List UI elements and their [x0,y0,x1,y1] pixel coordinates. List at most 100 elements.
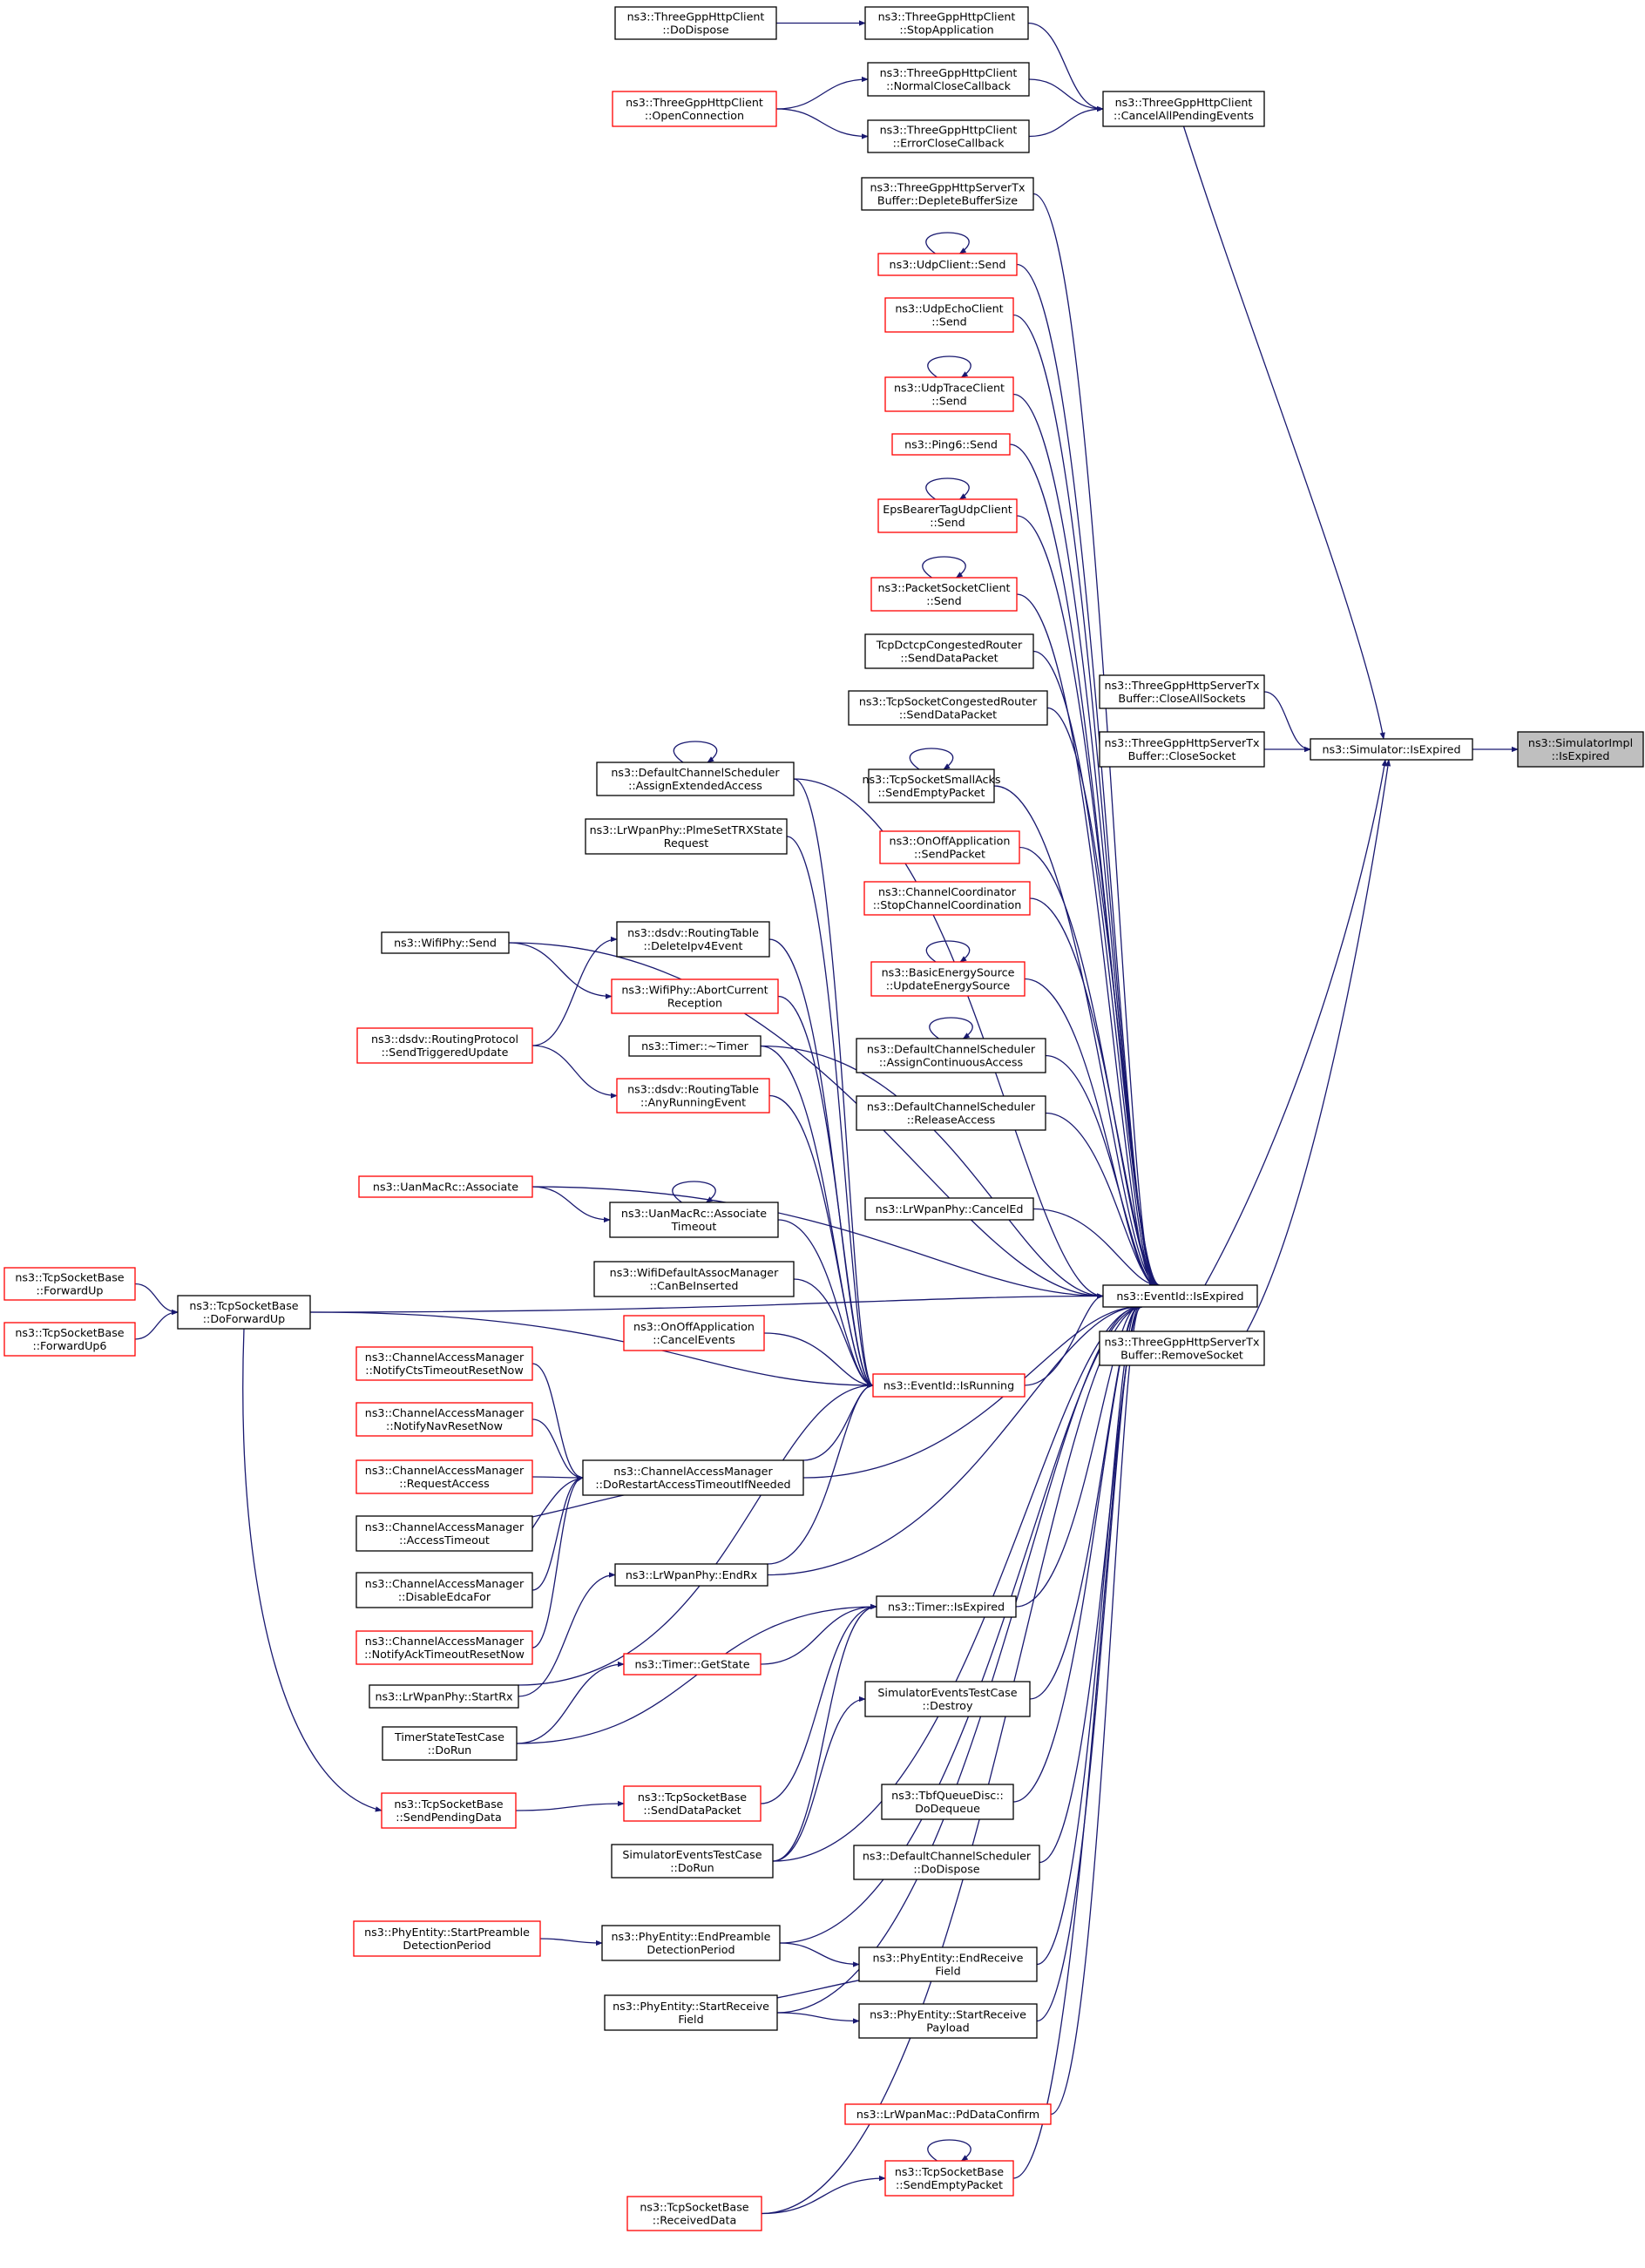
node-phyentity-startpreambledetectionperiod[interactable]: ns3::PhyEntity::StartPreambleDetectionPe… [353,1920,541,1957]
node-wifidefaultassocmanager-canbeinserted[interactable]: ns3::WifiDefaultAssocManager::CanBeInser… [593,1261,795,1297]
node-channelaccessmanager-requestaccess[interactable]: ns3::ChannelAccessManager::RequestAccess [355,1459,533,1494]
node-label: ns3::dsdv::RoutingProtocol [371,1032,518,1046]
node-label: ::OpenConnection [645,109,744,122]
node-uanmacrc-associate[interactable]: ns3::UanMacRc::Associate [358,1175,533,1198]
node-tcpsocketbase-sendpendingdata[interactable]: ns3::TcpSocketBase::SendPendingData [381,1792,517,1829]
edge-n21-to-n44 [786,836,874,1389]
node-dsdv-routingtable-anyrunningevent[interactable]: ns3::dsdv::RoutingTable::AnyRunningEvent [616,1078,770,1114]
node-wifiphy-send[interactable]: ns3::WifiPhy::Send [381,931,510,954]
node-threegpphttpservertxbuffer-removesocket[interactable]: ns3::ThreeGppHttpServerTxBuffer::RemoveS… [1099,1330,1265,1366]
node-threegpphttpservertxbuffer-depletebuffersize[interactable]: ns3::ThreeGppHttpServerTxBuffer::Deplete… [861,177,1034,211]
node-udpechoclient-send[interactable]: ns3::UdpEchoClient::Send [884,297,1014,333]
node-threegpphttpclient-openconnection[interactable]: ns3::ThreeGppHttpClient::OpenConnection [612,91,777,127]
node-tcpsocketbase-forwardup[interactable]: ns3::TcpSocketBase::ForwardUp [3,1267,136,1301]
node-channelaccessmanager-notifynavresetnow[interactable]: ns3::ChannelAccessManager::NotifyNavRese… [355,1402,533,1437]
edge-n13-to-n38 [1016,515,1161,1289]
edge-n49-to-n44 [767,1382,874,1565]
node-label: ns3::TcpSocketBase [638,1791,747,1804]
node-channelaccessmanager-disableedcafor[interactable]: ns3::ChannelAccessManager::DisableEdcaFo… [355,1572,533,1608]
node-label: ns3::TcpSocketBase [189,1299,298,1312]
node-label: DetectionPeriod [403,1939,491,1952]
node-simulatorimpl-isexpired[interactable]: ns3::SimulatorImpl::IsExpired [1517,731,1644,768]
edge-n49-to-n38 [767,1303,1140,1576]
edge-n60-to-n51 [772,1603,877,1862]
node-label: ::ForwardUp6 [33,1339,107,1352]
node-threegpphttpclient-dodispose[interactable]: ns3::ThreeGppHttpClient::DoDispose [614,6,777,40]
node-label: ns3::TcpSocketBase [640,2201,748,2214]
node-ping6-send[interactable]: ns3::Ping6::Send [891,433,1011,456]
node-simulator-isexpired[interactable]: ns3::Simulator::IsExpired [1310,738,1473,761]
node-packetsocketclient-send[interactable]: ns3::PacketSocketClient::Send [870,577,1018,612]
node-tbfqueuedisc-dodequeue[interactable]: ns3::TbfQueueDisc::DoDequeue [881,1784,1014,1820]
node-timer-timer[interactable]: ns3::Timer::~Timer [628,1035,762,1057]
node-channelaccessmanager-notifyacktimeoutresetnow[interactable]: ns3::ChannelAccessManager::NotifyAckTime… [355,1630,533,1665]
node-label: ns3::Ping6::Send [904,438,998,451]
node-epsbearertagudpclient-send[interactable]: EpsBearerTagUdpClient::Send [877,498,1018,533]
node-tcpsocketcongestedrouter-senddatapacket[interactable]: ns3::TcpSocketCongestedRouter::SendDataP… [848,690,1048,726]
node-tcpsocketbase-sendemptypacket[interactable]: ns3::TcpSocketBase::SendEmptyPacket [884,2160,1014,2197]
node-lrwpanphy-endrx[interactable]: ns3::LrWpanPhy::EndRx [614,1563,768,1587]
node-timer-isexpired[interactable]: ns3::Timer::IsExpired [876,1595,1017,1618]
node-phyentity-endpreambledetectionperiod[interactable]: ns3::PhyEntity::EndPreambleDetectionPeri… [601,1925,781,1961]
node-label: ::CancelEvents [653,1333,735,1346]
node-udpclient-send[interactable]: ns3::UdpClient::Send [877,253,1018,276]
node-tcpsocketbase-forwardup6[interactable]: ns3::TcpSocketBase::ForwardUp6 [3,1322,136,1357]
edge-n46-to-n47 [531,1474,584,1481]
node-label: ::AccessTimeout [399,1533,490,1547]
node-channelcoordinator-stopchannelcoordination[interactable]: ns3::ChannelCoordinator::StopChannelCoor… [863,881,1031,916]
node-timerstatetestcase-dorun[interactable]: TimerStateTestCase::DoRun [382,1726,518,1761]
node-label: DoDequeue [915,1802,980,1815]
node-tcpsocketbase-receiveddata[interactable]: ns3::TcpSocketBase::ReceivedData [626,2196,762,2231]
node-threegpphttpclient-stopapplication[interactable]: ns3::ThreeGppHttpClient::StopApplication [864,6,1029,40]
node-label: ::StopApplication [899,24,993,37]
edge-n43-to-n47 [531,1363,584,1481]
edge-n59-to-n38 [1012,1303,1141,1803]
node-threegpphttpclient-normalclosecallback[interactable]: ns3::ThreeGppHttpClient::NormalCloseCall… [867,62,1030,97]
node-channelaccessmanager-accesstimeout[interactable]: ns3::ChannelAccessManager::AccessTimeout [355,1515,533,1552]
edge-n58-to-n57 [515,1800,625,1811]
node-channelaccessmanager-dorestartaccesstimeoutifneeded[interactable]: ns3::ChannelAccessManager::DoRestartAcce… [582,1459,804,1496]
node-lrwpanphy-startrx[interactable]: ns3::LrWpanPhy::StartRx [369,1684,519,1709]
node-label: ::SendDataPacket [900,652,998,665]
node-threegpphttpclient-errorclosecallback[interactable]: ns3::ThreeGppHttpClient::ErrorCloseCallb… [867,119,1030,153]
node-defaultchannelscheduler-dodispose[interactable]: ns3::DefaultChannelScheduler::DoDispose [853,1845,1040,1880]
node-tcpsocketsmallacks-sendemptypacket[interactable]: ns3::TcpSocketSmallAcks::SendEmptyPacket [863,768,1001,803]
edge-n33-to-n35 [531,1186,611,1223]
node-udptraceclient-send[interactable]: ns3::UdpTraceClient::Send [884,376,1014,412]
node-label: ns3::TbfQueueDisc:: [891,1789,1004,1802]
node-lrwpanphy-canceled[interactable]: ns3::LrWpanPhy::CancelEd [864,1197,1034,1221]
node-onoffapplication-cancelevents[interactable]: ns3::OnOffApplication::CancelEvents [623,1315,765,1351]
node-threegpphttpservertxbuffer-closeallsockets[interactable]: ns3::ThreeGppHttpServerTxBuffer::CloseAl… [1099,674,1265,709]
node-label: ::Send [926,594,962,607]
node-dsdv-routingtable-deleteipv4event[interactable]: ns3::dsdv::RoutingTable::DeleteIpv4Event [616,921,770,958]
node-dsdv-routingprotocol-sendtriggeredupdate[interactable]: ns3::dsdv::RoutingProtocol::SendTriggere… [356,1027,533,1064]
node-label: ns3::LrWpanPhy::PlmeSetTRXState [590,823,783,836]
node-tcpsocketbase-doforwardup[interactable]: ns3::TcpSocketBase::DoForwardUp [177,1295,311,1330]
node-eventid-isexpired[interactable]: ns3::EventId::IsExpired [1102,1284,1258,1308]
node-tcpdctcpcongestedrouter-senddatapacket[interactable]: TcpDctcpCongestedRouter::SendDataPacket [864,633,1034,669]
edge-n69-to-n68 [761,2175,886,2215]
node-simulatoreventstestcase-destroy[interactable]: SimulatorEventsTestCase::Destroy [864,1681,1031,1717]
node-timer-getstate[interactable]: ns3::Timer::GetState [623,1653,762,1676]
node-defaultchannelscheduler-releaseaccess[interactable]: ns3::DefaultChannelScheduler::ReleaseAcc… [856,1095,1046,1131]
node-threegpphttpservertxbuffer-closesocket[interactable]: ns3::ThreeGppHttpServerTxBuffer::CloseSo… [1099,731,1265,768]
node-eventid-isrunning[interactable]: ns3::EventId::IsRunning [872,1373,1026,1398]
node-basicenergysource-updateenergysource[interactable]: ns3::BasicEnergySource::UpdateEnergySour… [870,961,1026,997]
edge-n54-to-n49 [518,1572,616,1697]
node-lrwpanmac-pddataconfirm[interactable]: ns3::LrWpanMac::PdDataConfirm [844,2103,1052,2125]
node-onoffapplication-sendpacket[interactable]: ns3::OnOffApplication::SendPacket [879,830,1020,864]
node-defaultchannelscheduler-assigncontinuousaccess[interactable]: ns3::DefaultChannelScheduler::AssignCont… [856,1038,1046,1073]
node-simulatoreventstestcase-dorun[interactable]: SimulatorEventsTestCase::DoRun [611,1844,774,1879]
node-threegpphttpclient-cancelallpendingevents[interactable]: ns3::ThreeGppHttpClient::CancelAllPendin… [1102,91,1265,127]
node-label: ::UpdateEnergySource [886,979,1011,992]
edge-n65-to-n66 [776,2012,860,2024]
node-defaultchannelscheduler-assignextendedaccess[interactable]: ns3::DefaultChannelScheduler::AssignExte… [596,762,795,796]
node-tcpsocketbase-senddatapacket[interactable]: ns3::TcpSocketBase::SendDataPacket [623,1785,762,1822]
node-channelaccessmanager-notifyctstimeoutresetnow[interactable]: ns3::ChannelAccessManager::NotifyCtsTime… [355,1346,533,1381]
